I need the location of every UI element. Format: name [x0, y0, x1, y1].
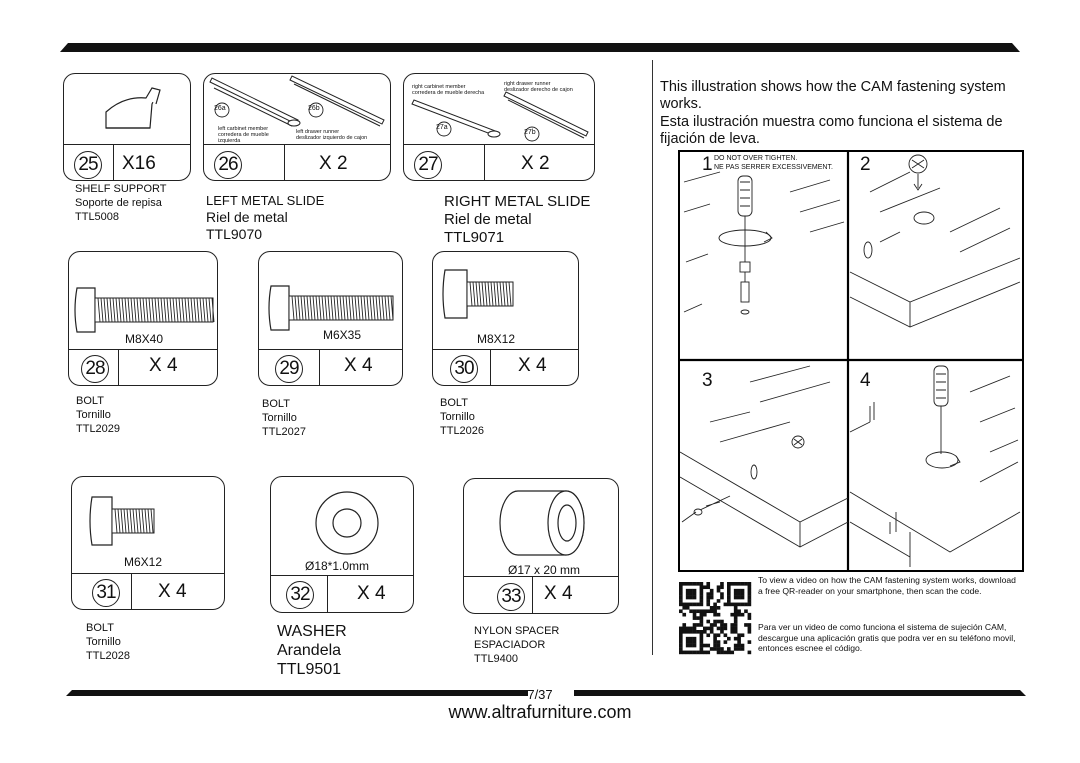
part-card-33: 33 X 4 Ø17 x 20 mm	[463, 478, 619, 614]
part-name-en: SHELF SUPPORT	[75, 183, 167, 195]
qr-note-en: To view a video on how the CAM fastening…	[758, 575, 1016, 596]
step-number-2: 2	[860, 154, 871, 175]
page-number: 7/37	[527, 687, 553, 702]
part-name-es: Tornillo	[76, 409, 111, 421]
washer-icon	[315, 491, 379, 555]
column-divider	[652, 60, 653, 655]
part-code: TTL2029	[76, 423, 121, 435]
part-quantity: X16	[122, 153, 156, 174]
part-card-32: 32 X 4 Ø18*1.0mm	[270, 476, 414, 613]
step2-drawing	[849, 154, 1021, 328]
part-name-en: BOLT	[262, 398, 290, 410]
part-code: TTL9070	[206, 226, 263, 242]
part-quantity: X 4	[544, 583, 573, 604]
qr-note-es: Para ver un video de como funciona el si…	[758, 622, 1016, 653]
step1-drawing	[683, 171, 845, 315]
part-name-es: Tornillo	[86, 636, 121, 648]
right-slide-icon	[411, 91, 589, 142]
part-number: 26	[214, 151, 242, 179]
part-name-en: BOLT	[440, 397, 468, 409]
part-name-es: ESPACIADOR	[474, 639, 546, 651]
callout-27a-text: right carbinet member corredera de muebl…	[412, 84, 485, 96]
top-rule	[60, 43, 1020, 52]
part-name-en: BOLT	[86, 622, 114, 634]
shelf-support-icon	[105, 87, 161, 129]
part-card-27: 27 X 2 27a 27b right carbinet member cor…	[403, 73, 595, 181]
part-number: 28	[81, 355, 109, 383]
part-quantity: X 2	[319, 153, 348, 174]
spacer-size: Ø17 x 20 mm	[508, 563, 581, 577]
step-number-1: 1	[702, 154, 713, 175]
warning-en: DO NOT OVER TIGHTEN.	[714, 155, 798, 162]
footer-rule	[66, 690, 1026, 696]
part-name-es: Soporte de repisa	[75, 197, 162, 209]
part-code: TTL9400	[474, 653, 519, 665]
part-name-en: BOLT	[76, 395, 104, 407]
washer-size: Ø18*1.0mm	[305, 559, 370, 573]
callout-26a-text: left carbinet member corredera de mueble…	[218, 126, 269, 144]
website-url: www.altrafurniture.com	[448, 702, 632, 722]
part-code: TTL2026	[440, 425, 485, 437]
part-name-en: LEFT METAL SLIDE	[206, 193, 325, 208]
part-number: 32	[286, 581, 314, 609]
bolt-size: M8X12	[477, 332, 516, 346]
bolt-size: M6X35	[323, 328, 362, 342]
part-quantity: X 2	[521, 153, 550, 174]
part-card-29: 29 X 4 M6X35	[258, 251, 403, 386]
part-name-es: Tornillo	[440, 411, 475, 423]
cam-intro-en: This illustration shows how the CAM fast…	[660, 79, 1006, 112]
part-card-31: 31 X 4 M6X12	[71, 476, 225, 610]
callout-26a: 26a	[214, 105, 226, 112]
part-name-en: NYLON SPACER	[474, 625, 560, 637]
step-number-4: 4	[860, 370, 871, 391]
part-card-30: 30 X 4 M8X12	[432, 251, 579, 386]
part-number: 25	[74, 151, 102, 179]
bolt-thread-icon	[114, 508, 154, 534]
part-code: TTL2027	[262, 426, 307, 438]
part-quantity: X 4	[344, 355, 373, 376]
cam-steps-panel: 1 DO NOT OVER TIGHTEN. NE PAS SERRER EXC…	[678, 150, 1024, 572]
callout-27b: 27b	[524, 129, 536, 136]
part-card-25: 25 X16	[63, 73, 191, 181]
part-code: TTL9071	[444, 229, 505, 246]
part-number: 30	[450, 355, 478, 383]
warning-fr: NE PAS SERRER EXCESSIVEMENT.	[714, 164, 833, 171]
spacer-icon	[499, 490, 585, 556]
part-code: TTL9501	[277, 661, 342, 678]
callout-26b-text: left drawer runner deslizador izquierdo …	[296, 129, 368, 141]
step3-drawing	[679, 365, 849, 548]
bolt-size: M6X12	[124, 555, 163, 569]
part-quantity: X 4	[149, 355, 178, 376]
bolt-thread-icon	[97, 297, 215, 323]
part-quantity: X 4	[158, 581, 187, 602]
part-name-en: WASHER	[277, 623, 347, 640]
part-number: 33	[497, 583, 525, 611]
part-quantity: X 4	[518, 355, 547, 376]
part-code: TTL2028	[86, 650, 131, 662]
part-code: TTL5008	[75, 211, 120, 223]
part-card-28: 28 X 4 M8X40	[68, 251, 218, 386]
cam-grid-lines	[680, 152, 1022, 570]
part-name-es: Tornillo	[262, 412, 297, 424]
step4-drawing	[849, 365, 1021, 567]
cam-intro-es: Esta ilustración muestra como funciona e…	[660, 114, 1003, 147]
bolt-thread-icon	[469, 281, 512, 307]
qr-code-icon	[679, 582, 752, 655]
bolt-thread-icon	[291, 295, 394, 321]
step-number-3: 3	[702, 370, 713, 391]
part-number: 29	[275, 355, 303, 383]
part-number: 27	[414, 151, 442, 179]
part-number: 31	[92, 579, 120, 607]
left-slide-icon	[209, 75, 385, 127]
part-name-es: Arandela	[277, 642, 342, 659]
callout-27b-text: right drawer runner deslizador derecho d…	[504, 81, 573, 93]
part-name-en: RIGHT METAL SLIDE	[444, 193, 591, 210]
part-quantity: X 4	[357, 583, 386, 604]
callout-27a: 27a	[436, 124, 448, 131]
part-name-es: Riel de metal	[206, 209, 288, 225]
callout-26b: 26b	[308, 105, 320, 112]
part-name-es: Riel de metal	[444, 211, 532, 228]
part-card-26: 26 X 2 26a 26b left carbinet member corr…	[203, 73, 391, 181]
bolt-size: M8X40	[125, 332, 164, 346]
